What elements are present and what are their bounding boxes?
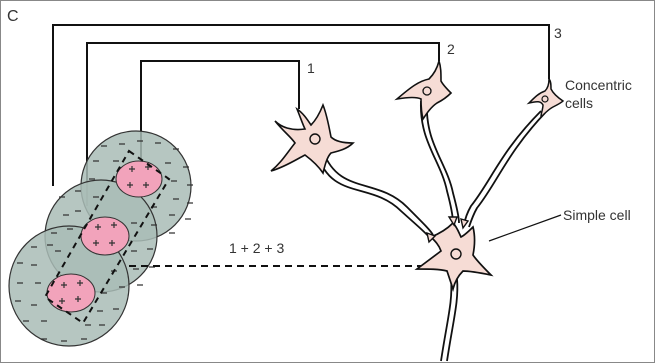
neuron-label-1: 1 [307, 60, 315, 76]
neuron-label-3: 3 [554, 25, 562, 41]
excitatory-center-marks [59, 164, 151, 304]
concentric-cell-3 [526, 77, 565, 119]
concentric-cells-label-line2: cells [565, 95, 593, 111]
on-center-1 [115, 160, 163, 198]
panel-label: C [7, 8, 19, 25]
axon-2b [426, 102, 460, 224]
axon-2 [420, 100, 454, 224]
on-center-3 [46, 273, 96, 313]
on-center-2 [80, 216, 130, 256]
concentric-cells-label-line1: Concentric [565, 77, 632, 93]
simple-cell-label: Simple cell [563, 207, 631, 223]
summation-label: 1 + 2 + 3 [229, 240, 284, 256]
axon-1 [316, 152, 430, 238]
wire-3 [52, 24, 550, 186]
concentric-cell-1 [270, 102, 355, 175]
axons [316, 100, 546, 362]
receptive-fields [8, 130, 193, 347]
simple-cell-leader [488, 214, 562, 242]
wire-2 [86, 42, 440, 206]
axon-3b [468, 112, 546, 228]
output-axon-b [446, 278, 459, 362]
wiring-lines [52, 24, 550, 206]
concentric-cell-2 [394, 58, 453, 121]
axon-3 [463, 110, 542, 226]
axon-1b [322, 150, 434, 236]
neuron-label-2: 2 [447, 41, 455, 57]
wire-1 [140, 60, 300, 159]
simple-cell [414, 216, 494, 293]
